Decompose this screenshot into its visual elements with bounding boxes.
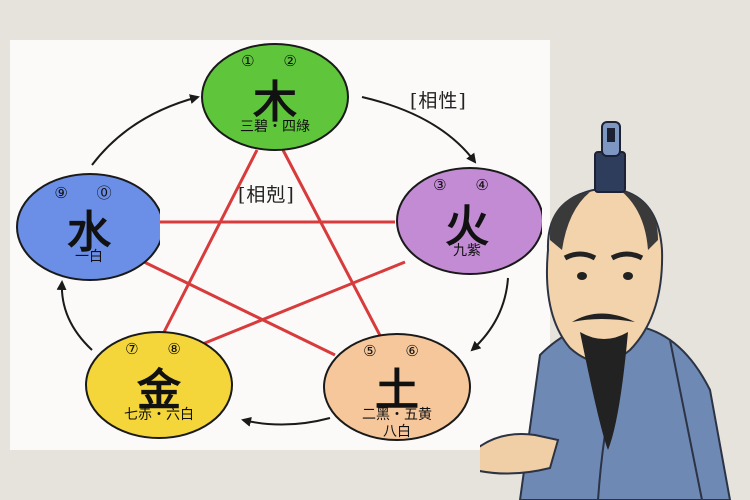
node-wood: ① ② 木 三碧・四綠	[200, 42, 350, 152]
water-character: 水	[67, 207, 111, 258]
water-stars: 一白	[75, 249, 103, 265]
overcome-line-metal-fire	[199, 260, 406, 347]
earth-stars: 二黑・五黄	[362, 407, 432, 423]
generate-arrow-metal-water	[56, 280, 93, 351]
overcome-line-wood-earth	[281, 149, 387, 346]
earth-extra-star: 八白	[383, 424, 411, 440]
overcome-line-wood-metal	[158, 149, 259, 341]
scholar-illustration	[480, 121, 732, 500]
generate-arrow-earth-metal	[241, 416, 331, 427]
generate-arrow-fire-earth	[470, 277, 509, 352]
node-earth: ⑤ ⑥ 土 二黑・五黄 八白	[322, 332, 472, 442]
earth-character: 土	[375, 365, 419, 416]
metal-numbers: ⑦ ⑧	[125, 340, 193, 358]
fire-stars: 九紫	[453, 243, 481, 259]
wood-stars: 三碧・四綠	[240, 119, 310, 135]
fire-numbers: ③ ④	[433, 176, 501, 194]
metal-character: 金	[137, 365, 181, 416]
generate-arrow-water-wood	[91, 94, 200, 166]
wood-numbers: ① ②	[241, 52, 309, 70]
node-metal: ⑦ ⑧ 金 七赤・六白	[84, 330, 234, 440]
earth-numbers: ⑤ ⑥	[363, 342, 431, 360]
node-water: ⑨ ⓪ 水 一白	[10, 172, 160, 282]
generating-label: [相性]	[410, 90, 467, 112]
wood-character: 木	[253, 77, 297, 128]
overcoming-label: [相剋]	[238, 184, 295, 206]
metal-stars: 七赤・六白	[124, 407, 194, 423]
generate-arrow-wood-fire	[361, 96, 477, 164]
overcome-line-water-earth	[139, 258, 336, 357]
water-numbers: ⑨ ⓪	[54, 184, 124, 202]
fire-character: 火	[445, 201, 489, 252]
node-fire: ③ ④ 火 九紫	[392, 166, 542, 276]
